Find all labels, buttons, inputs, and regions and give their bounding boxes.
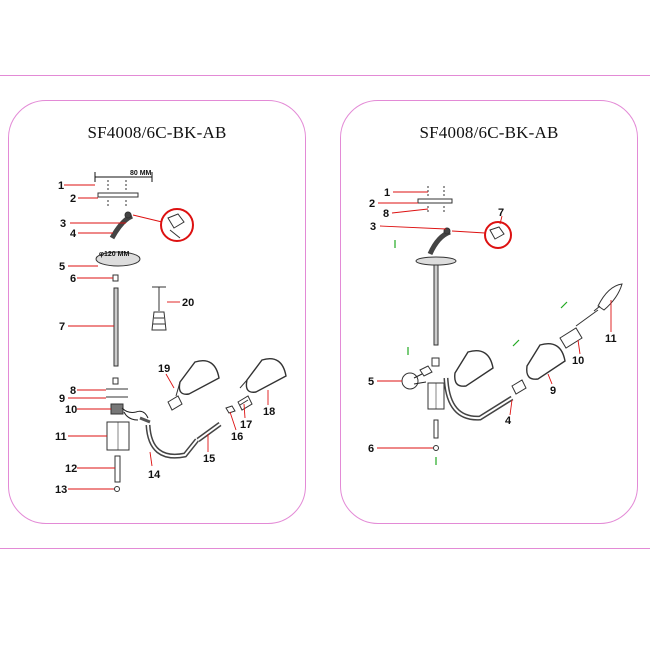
right-label-7: 7 <box>498 207 504 219</box>
left-label-16: 16 <box>231 431 243 443</box>
left-label-20: 20 <box>182 297 194 309</box>
right-label-11: 11 <box>605 333 617 345</box>
left-label-18: 18 <box>263 406 275 418</box>
left-label-10: 10 <box>65 404 77 416</box>
right-label-4: 4 <box>505 415 512 427</box>
left-label-13: 13 <box>55 484 67 496</box>
left-panel-title: SF4008/6C-BK-AB <box>87 123 227 142</box>
right-label-6: 6 <box>368 443 374 455</box>
right-label-1: 1 <box>384 187 390 199</box>
left-label-19: 19 <box>158 363 170 375</box>
left-label-14: 14 <box>148 469 161 481</box>
cup-diameter-dimension: φ120 MM <box>99 251 129 258</box>
left-label-1: 1 <box>58 180 64 192</box>
top-divider-line <box>0 75 650 76</box>
left-label-12: 12 <box>65 463 77 475</box>
left-part-labels: 1 2 3 4 5 6 7 8 9 10 11 12 13 14 15 16 1… <box>55 180 275 496</box>
right-assembly-panel: SF4008/6C-BK-AB <box>340 100 638 524</box>
left-label-15: 15 <box>203 453 215 465</box>
left-label-4: 4 <box>70 228 77 240</box>
left-label-8: 8 <box>70 385 76 397</box>
right-panel-title: SF4008/6C-BK-AB <box>419 123 559 142</box>
right-label-5: 5 <box>368 376 374 388</box>
left-label-17: 17 <box>240 419 252 431</box>
left-label-7: 7 <box>59 321 65 333</box>
left-diagram <box>94 172 287 492</box>
right-label-10: 10 <box>572 355 584 367</box>
left-leader-lines <box>64 184 269 490</box>
right-part-labels: 1 2 8 3 7 5 6 4 9 10 11 <box>368 187 617 455</box>
right-leader-lines <box>377 191 612 449</box>
left-label-2: 2 <box>70 193 76 205</box>
left-label-6: 6 <box>70 273 76 285</box>
canopy-width-dimension: 80 MM <box>130 170 152 177</box>
right-label-3: 3 <box>370 221 376 233</box>
left-label-9: 9 <box>59 393 65 405</box>
right-label-8: 8 <box>383 208 389 220</box>
right-label-2: 2 <box>369 198 375 210</box>
right-diagram <box>394 186 623 465</box>
left-label-3: 3 <box>60 218 66 230</box>
bottom-divider-line <box>0 548 650 549</box>
right-label-9: 9 <box>550 385 556 397</box>
left-label-11: 11 <box>55 431 67 443</box>
left-label-5: 5 <box>59 261 65 273</box>
